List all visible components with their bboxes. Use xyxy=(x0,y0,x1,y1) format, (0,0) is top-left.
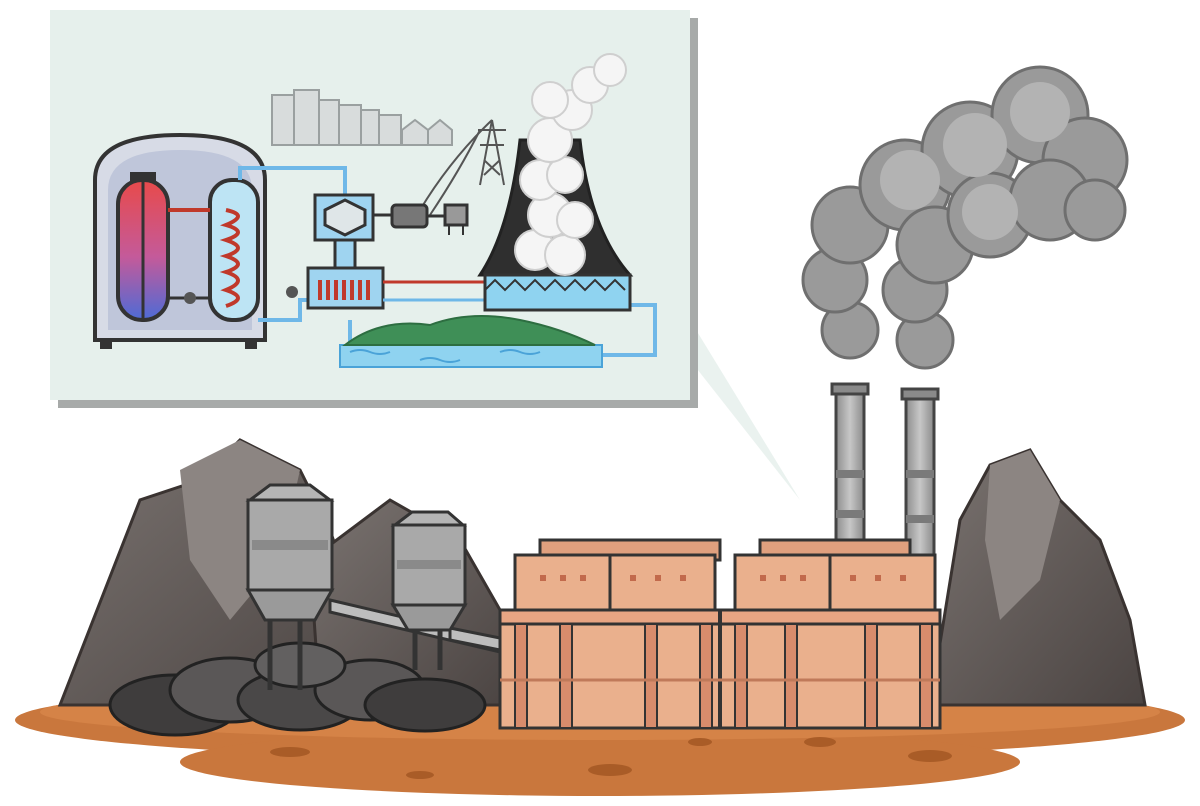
water-source xyxy=(339,315,603,368)
turbine xyxy=(313,193,395,270)
chimneys xyxy=(830,382,940,557)
coal-piles xyxy=(108,641,487,737)
silo-right xyxy=(390,510,468,670)
callout-pointer xyxy=(690,320,800,500)
city-buildings xyxy=(271,89,453,146)
silo-left xyxy=(245,483,335,690)
smoke-highlight xyxy=(880,82,1070,240)
generator xyxy=(390,203,469,235)
cooling-tower xyxy=(477,53,634,312)
power-pylon-icon xyxy=(419,119,506,216)
condenser xyxy=(286,266,485,310)
reactor-containment xyxy=(93,132,267,349)
diagram-panel xyxy=(50,10,698,408)
factory-building xyxy=(498,538,942,730)
